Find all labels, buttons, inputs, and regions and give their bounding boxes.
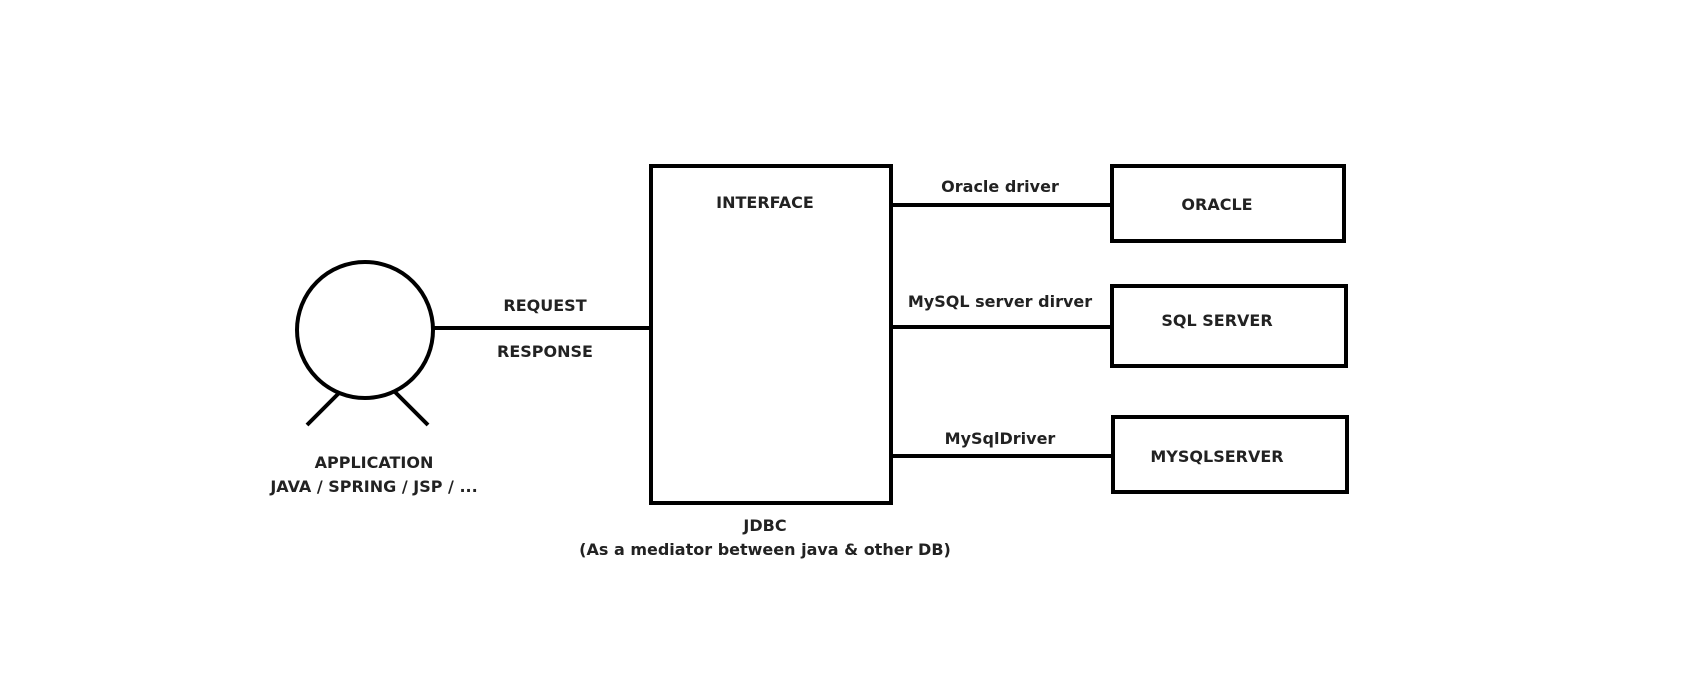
application-head-circle — [295, 260, 435, 400]
jdbc-description: (As a mediator between java & other DB) — [579, 540, 951, 559]
request-label: REQUEST — [503, 296, 586, 315]
jdbc-interface-box — [649, 164, 893, 505]
sqlserver-label: SQL SERVER — [1161, 311, 1272, 330]
oracle-driver-label: Oracle driver — [941, 177, 1059, 196]
application-actor — [295, 260, 435, 427]
sqlserver-box — [1110, 284, 1348, 368]
response-label: RESPONSE — [497, 342, 593, 361]
sqlserver-driver-label: MySQL server dirver — [908, 292, 1092, 311]
application-title: APPLICATION — [315, 453, 434, 472]
application-subtitle: JAVA / SPRING / JSP / ... — [269, 477, 477, 496]
application-left-leg — [305, 390, 342, 427]
oracle-label: ORACLE — [1181, 195, 1252, 214]
interface-label: INTERFACE — [716, 193, 814, 212]
jdbc-label: JDBC — [742, 516, 786, 535]
mysqlserver-driver-label: MySqlDriver — [945, 429, 1056, 448]
mysqlserver-box — [1111, 415, 1349, 494]
oracle-box — [1110, 164, 1346, 243]
application-right-leg — [393, 390, 430, 427]
mysqlserver-label: MYSQLSERVER — [1150, 447, 1283, 466]
